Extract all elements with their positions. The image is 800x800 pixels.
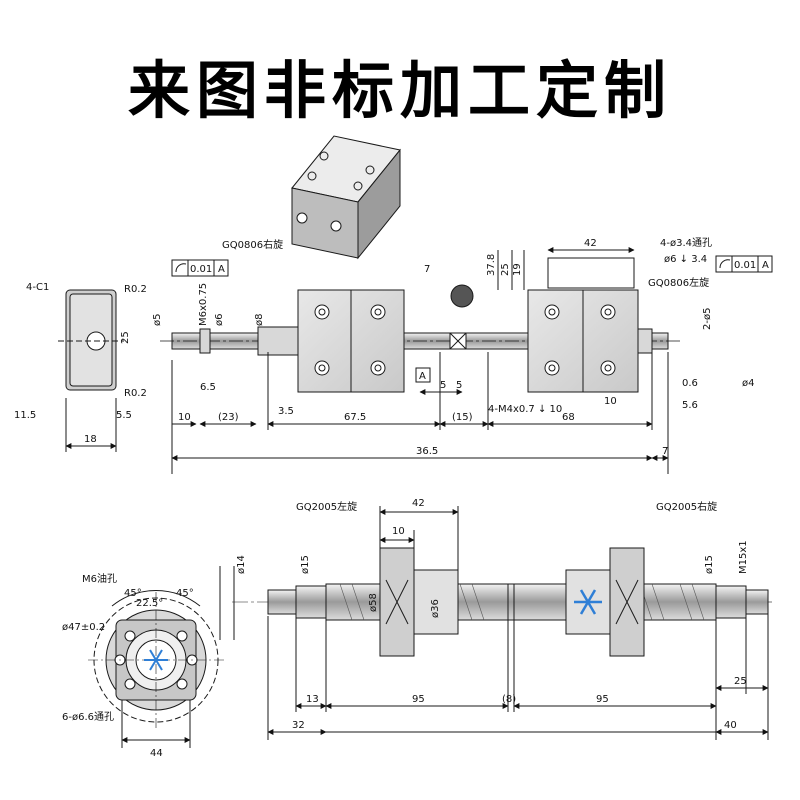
- dim-23: (23): [218, 412, 239, 423]
- dim-68: 68: [562, 412, 575, 423]
- holes-label: 6-ø6.6通孔: [62, 711, 114, 723]
- thread-right-label: GQ2005右旋: [656, 500, 717, 513]
- datum-label: A: [419, 371, 426, 382]
- dim-end-width: 25: [120, 331, 131, 344]
- dim-15: (15): [452, 412, 473, 423]
- dim-d15a: ø15: [300, 555, 311, 574]
- dim-2-d5: 2-ø5: [702, 308, 713, 330]
- dim-0-6: 0.6: [682, 378, 698, 389]
- angle-22-5: 22.5°: [136, 598, 163, 609]
- dim-3-5: 3.5: [278, 406, 294, 417]
- top-drawing-text: 4-C1 R0.2 R0.2 GQ0806右旋 GQ0806左旋 4-ø3.4通…: [14, 237, 769, 457]
- dim-10: 10: [178, 412, 191, 423]
- dim-37-8: 37.8: [486, 254, 497, 276]
- thread-left-label: GQ0806右旋: [222, 238, 283, 251]
- chamfer-label: 4-C1: [26, 282, 49, 293]
- dim-7: 7: [662, 446, 668, 457]
- dim-d58: ø58: [368, 593, 379, 612]
- dim-13: 13: [306, 694, 319, 705]
- tol-right-value: 0.01: [734, 260, 756, 271]
- headline: 来图非标加工定制: [127, 54, 672, 127]
- dim-end-total: 18: [84, 434, 97, 445]
- tolerance-frame-left: [171, 259, 229, 277]
- radius-top-label: R0.2: [124, 284, 147, 295]
- radius-bottom-label: R0.2: [124, 388, 147, 399]
- dim-top-7: 7: [424, 264, 430, 275]
- dim-8: (8): [502, 694, 516, 705]
- dim-19: 19: [512, 263, 523, 276]
- bottom-dim-lines: [219, 506, 769, 740]
- dim-40: 40: [724, 720, 737, 731]
- d47-label: ø47±0.2: [62, 622, 105, 633]
- tol-right-datum: A: [762, 260, 769, 271]
- dim-d15b: ø15: [704, 555, 715, 574]
- top-dim-lines: [171, 250, 669, 474]
- dim-44: 44: [150, 748, 163, 759]
- dim-10-02: 10: [604, 396, 617, 407]
- dim-d6: ø6: [214, 314, 225, 326]
- datum-box: [415, 367, 431, 383]
- tol-left-value: 0.01: [190, 264, 212, 275]
- ballnut-right: [565, 547, 645, 657]
- angle-45a: 45°: [124, 588, 142, 599]
- top-drawing: [58, 135, 773, 474]
- thread-left-label: GQ2005左旋: [296, 500, 357, 513]
- dim-25: 25: [500, 263, 511, 276]
- top-nut-right: [527, 247, 639, 393]
- dim-d5-left: ø5: [152, 314, 163, 326]
- dim-d36: ø36: [430, 599, 441, 618]
- oil-hole-label: M6油孔: [82, 572, 117, 585]
- dim-10: 10: [392, 526, 405, 537]
- holes-through-label: 4-ø3.4通孔: [660, 237, 712, 249]
- logo-mark: [144, 649, 168, 671]
- angle-45b: 45°: [176, 588, 194, 599]
- iso-block: [291, 135, 401, 260]
- dim-36-5: 36.5: [416, 446, 438, 457]
- dim-d8: ø8: [254, 314, 265, 326]
- end-view: [58, 289, 124, 452]
- dim-end-bottom: 5.5: [116, 410, 132, 421]
- dim-d4: ø4: [742, 378, 754, 389]
- top-nut-left: [297, 289, 405, 393]
- dim-m6: M6x0.75: [198, 283, 209, 326]
- dim-42-top: 42: [584, 238, 597, 249]
- dim-5b: 5: [456, 380, 462, 391]
- dim-6-5: 6.5: [200, 382, 216, 393]
- dim-d14: ø14: [236, 555, 247, 574]
- dim-95b: 95: [596, 694, 609, 705]
- logo-mark-right: [574, 589, 602, 615]
- dim-5-6: 5.6: [682, 400, 698, 411]
- bottom-drawing-text: GQ2005左旋 GQ2005右旋 M6油孔 6-ø6.6通孔 ø47±0.2 …: [62, 498, 749, 759]
- dim-95a: 95: [412, 694, 425, 705]
- bottom-shaft: [232, 583, 772, 621]
- flange-view: [88, 589, 224, 748]
- dim-67-5: 67.5: [344, 412, 366, 423]
- tolerance-frame-right: [715, 255, 773, 273]
- thread-right-label: GQ0806左旋: [648, 276, 709, 289]
- tapped-hole-label: 4-M4x0.7 ↓ 10: [488, 404, 562, 415]
- dim-m15: M15x1: [738, 540, 749, 574]
- bottom-drawing: [88, 506, 772, 748]
- counterbore-label: ø6 ↓ 3.4: [664, 254, 707, 265]
- dim-25: 25: [734, 676, 747, 687]
- dim-42: 42: [412, 498, 425, 509]
- dim-32: 32: [292, 720, 305, 731]
- ballnut-left: [379, 547, 459, 657]
- tol-left-datum: A: [218, 264, 225, 275]
- dim-end-left: 11.5: [14, 410, 36, 421]
- dim-5a: 5: [440, 380, 446, 391]
